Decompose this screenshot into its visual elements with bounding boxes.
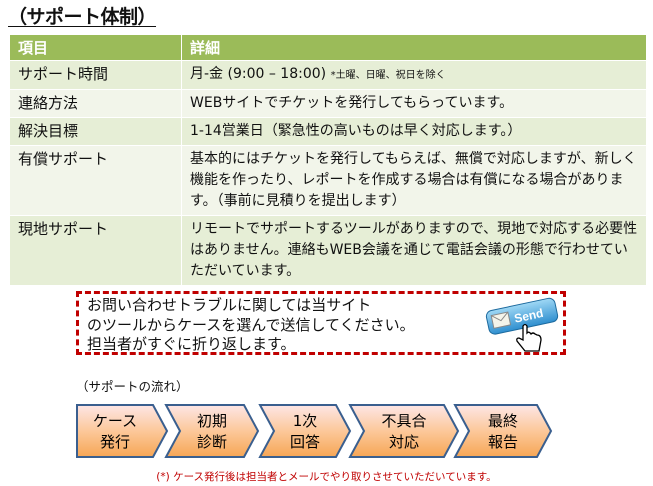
flow-step-label: 初期 <box>197 412 227 430</box>
flow-step-label: 診断 <box>197 433 227 451</box>
flow-step-label: 対応 <box>389 433 419 451</box>
chevron-shape <box>76 404 169 458</box>
detail-note: *土曜、日曜、祝日を除く <box>330 70 446 81</box>
row-detail: 1-14営業日（緊急性の高いものは早く対応します。） <box>181 117 647 146</box>
row-detail: WEBサイトでチケットを発行してもらっています。 <box>181 89 647 118</box>
row-item: 解決目標 <box>10 117 182 146</box>
hand-cursor-icon <box>516 323 542 352</box>
flow-step-label: ケース <box>93 412 137 430</box>
table-header: 項目 詳細 <box>10 35 647 61</box>
flow-step-label: 回答 <box>290 433 320 451</box>
table-row: 連絡方法 WEBサイトでチケットを発行してもらっています。 <box>10 89 647 118</box>
chevron-shape <box>164 404 260 458</box>
row-item: 有償サポート <box>10 145 182 216</box>
table-row: 有償サポート 基本的にはチケットを発行してもらえば、無償で対応しますが、新しく機… <box>10 145 647 216</box>
notice-line: 担当者がすぐに折り返します。 <box>87 335 296 353</box>
row-detail: 基本的にはチケットを発行してもらえば、無償で対応しますが、新しく機能を作ったり、… <box>181 145 647 216</box>
flow-step-label: 最終 <box>488 412 518 430</box>
chevron-shape <box>453 404 553 458</box>
flow-step: ケース発行 <box>76 404 169 458</box>
row-detail: 月-金 (9:00 – 18:00) *土曜、日曜、祝日を除く <box>181 60 647 90</box>
footnote: (*) ケース発行後は担当者とメールでやり取りさせていただいています。 <box>156 471 497 483</box>
page-title: （サポート体制） <box>8 6 157 28</box>
flow-step-label: 報告 <box>488 433 518 451</box>
row-item: 現地サポート <box>10 215 182 285</box>
row-detail: リモートでサポートするツールがありますので、現地で対応する必要性はありません。連… <box>181 215 647 285</box>
detail-text: 月-金 (9:00 – 18:00) <box>190 66 327 82</box>
row-item: サポート時間 <box>10 60 182 90</box>
flow-step-label: 1次 <box>293 412 318 430</box>
notice-line: のツールからケースを選んで送信してください。 <box>87 315 415 334</box>
chevron-shape <box>258 404 352 458</box>
notice-line: お問い合わせトラブルに関しては当サイト <box>87 296 372 314</box>
support-table: 項目 詳細 サポート時間 月-金 (9:00 – 18:00) *土曜、日曜、祝… <box>10 35 647 285</box>
send-button-icon: Send <box>485 297 559 352</box>
notice-box: お問い合わせトラブルに関しては当サイト のツールからケースを選んで送信してくださ… <box>76 291 566 355</box>
table-row: 現地サポート リモートでサポートするツールがありますので、現地で対応する必要性は… <box>10 215 647 285</box>
flow-step-label: 発行 <box>100 433 130 451</box>
notice-text: お問い合わせトラブルに関しては当サイト のツールからケースを選んで送信してくださ… <box>87 296 415 355</box>
chevron-shape <box>348 404 460 458</box>
row-item: 連絡方法 <box>10 89 182 118</box>
table-row: サポート時間 月-金 (9:00 – 18:00) *土曜、日曜、祝日を除く <box>10 60 647 90</box>
header-detail: 詳細 <box>181 35 647 61</box>
flow-step-label: 不具合 <box>381 412 426 430</box>
flow-label: （サポートの流れ） <box>76 379 189 394</box>
send-label: Send <box>513 306 545 326</box>
table-row: 解決目標 1-14営業日（緊急性の高いものは早く対応します。） <box>10 117 647 146</box>
header-item: 項目 <box>10 35 182 61</box>
